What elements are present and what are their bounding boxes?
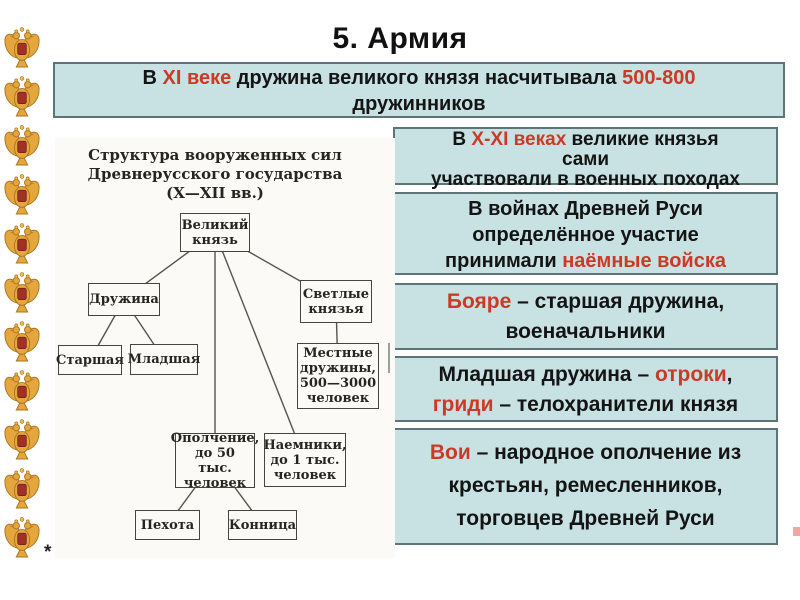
diagram-node-naemniki: Наемники,до 1 тыс.человек bbox=[264, 433, 347, 487]
russia-coat-of-arms-icon bbox=[4, 27, 40, 68]
diagram-node-mladshaya: Младшая bbox=[128, 344, 200, 375]
diagram-node-pehota: Пехота bbox=[135, 510, 200, 540]
russia-coat-of-arms-icon bbox=[4, 76, 40, 117]
russia-coat-of-arms-icon bbox=[4, 174, 40, 215]
diagram-node-starshaya: Старшая bbox=[56, 345, 124, 375]
info-block-boyare: Бояре – старшая дружина,военачальники bbox=[393, 283, 778, 350]
russia-coat-of-arms-icon bbox=[4, 419, 40, 460]
diagram-node-druzhina: Дружина bbox=[88, 283, 160, 316]
page-title: 5. Армия bbox=[332, 22, 468, 55]
diagram-node-konnitsa: Конница bbox=[228, 510, 297, 540]
diagram-node-opolchenie: Ополчение,до 50 тыс.человек bbox=[170, 430, 260, 491]
russia-coat-of-arms-icon bbox=[4, 272, 40, 313]
banner-druzhina-size: В XI веке дружина великого князя насчиты… bbox=[53, 62, 785, 118]
emblem-column bbox=[3, 27, 41, 559]
russia-coat-of-arms-icon bbox=[4, 370, 40, 411]
divider-tick bbox=[388, 343, 390, 373]
info-block-mladshaya-druzhina: Младшая дружина – отроки,гриди – телохра… bbox=[393, 356, 778, 422]
russia-coat-of-arms-icon bbox=[4, 223, 40, 264]
russia-coat-of-arms-icon bbox=[4, 125, 40, 166]
pink-mark bbox=[793, 527, 800, 536]
russia-coat-of-arms-icon bbox=[4, 321, 40, 362]
russia-coat-of-arms-icon bbox=[4, 517, 40, 558]
russia-coat-of-arms-icon bbox=[4, 468, 40, 509]
footnote-star: * bbox=[44, 542, 52, 563]
